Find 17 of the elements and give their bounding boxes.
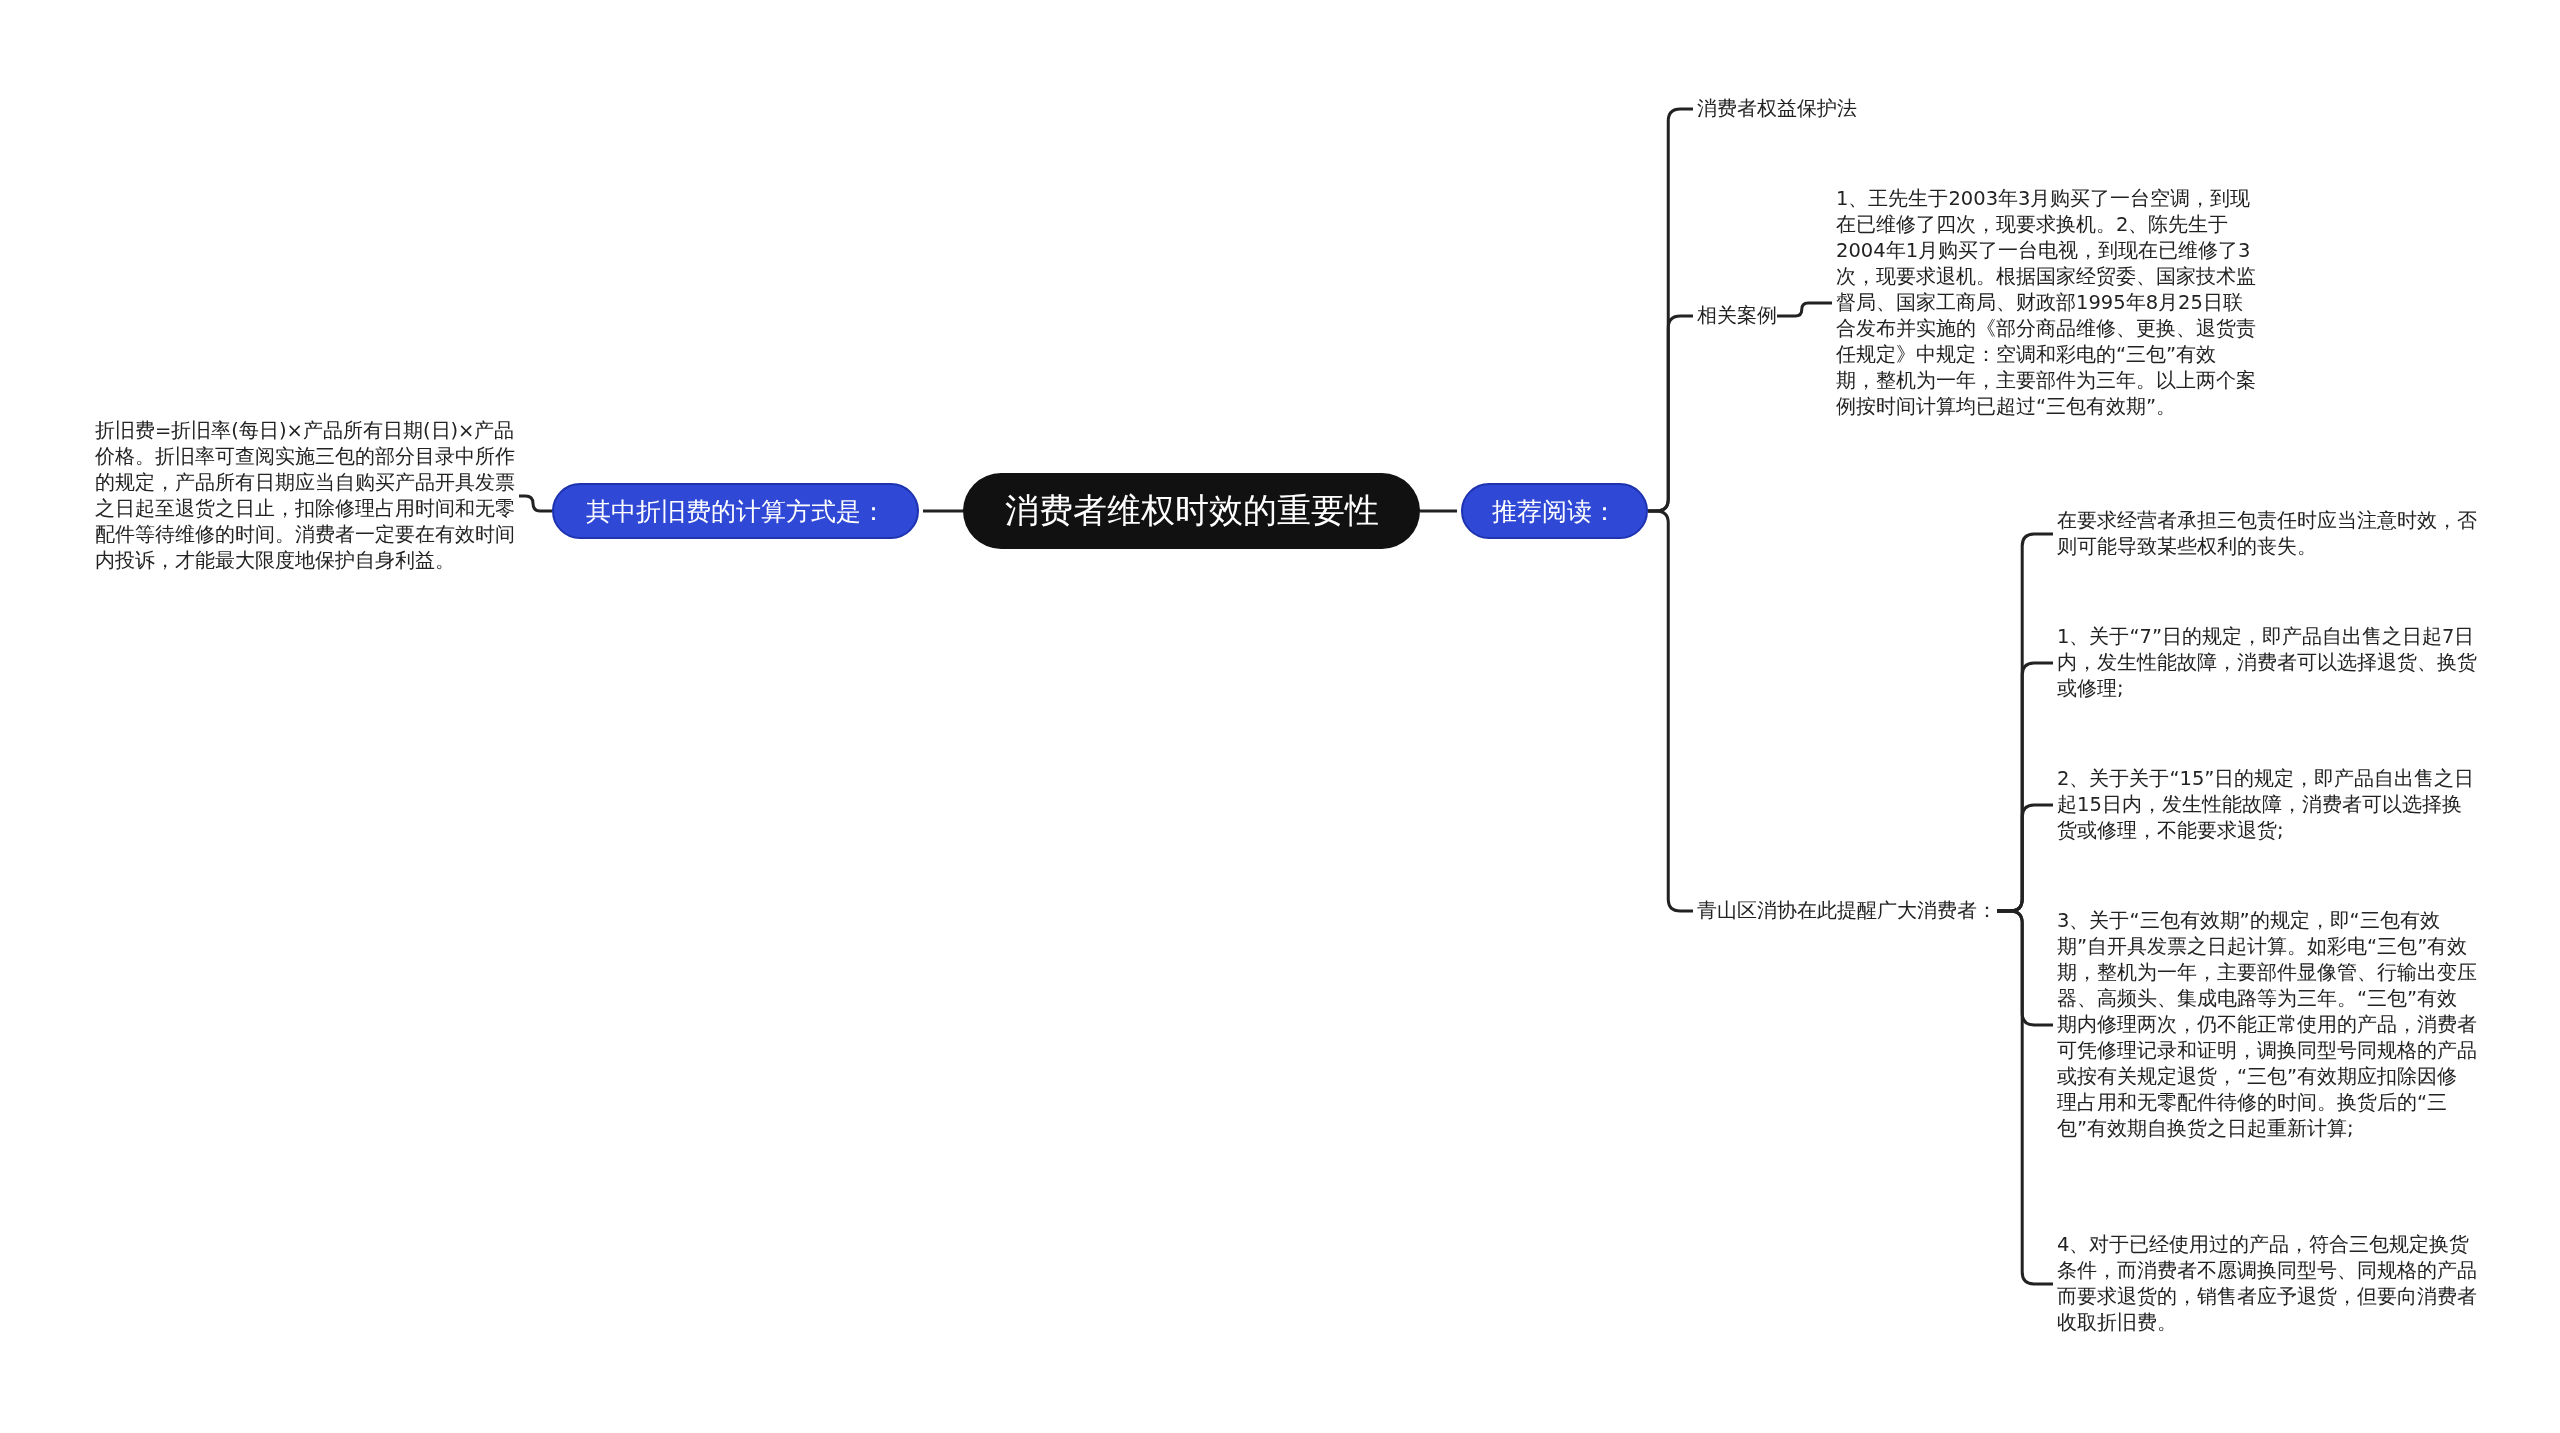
connector: [1420, 509, 1457, 513]
note-text: 2、关于关于“15”日的规定，即产品自出售之日起15日内，发生性能故障，消费者可以选择换货或修理，不能要求退货;: [2057, 766, 2477, 844]
connector: [923, 509, 963, 513]
connector: [519, 494, 552, 513]
note-text: 1、关于“7”日的规定，即产品自出售之日起7日内，发生性能故障，消费者可以选择退货、换货或修理;: [2057, 624, 2477, 702]
note-text: 折旧费=折旧率(每日)×产品所有日期(日)×产品价格。折旧率可查阅实施三包的部分目录中所作的规定，产品所有日期应当自购买产品开具发票之日起至退货之日止，扣除修理占用时间和无零配件等待维修的时间。消费者一定要在有效时间内投诉，才能最大限度地保护自身利益。: [95, 418, 515, 574]
note-text: 3、关于“三包有效期”的规定，即“三包有效期”自开具发票之日起计算。如彩电“三包”有效期，整机为一年，主要部件显像管、行输出变压器、高频头、集成电路等为三年。“三包”有效期内修理两次，仍不能正常使用的产品，消费者可凭修理记录和证明，调换同型号同规格的产品或按有关规定退货，“三包”有效期应扣除因修理占用和无零配件待修的时间。换货后的“三包”有效期自换货之日起重新计算;: [2057, 908, 2477, 1142]
topic-pill: 推荐阅读：: [1461, 483, 1648, 539]
note-text: 1、王先生于2003年3月购买了一台空调，到现在已维修了四次，现要求换机。2、陈先生于2004年1月购买了一台电视，到现在已维修了3次，现要求退机。根据国家经贸委、国家技术监督局、国家工商局、财政部1995年8月25日联合发布并实施的《部分商品维修、更换、退货责任规定》中规定：空调和彩电的“三包”有效期，整机为一年，主要部件为三年。以上两个案例按时间计算均已超过“三包有效期”。: [1836, 186, 2256, 420]
topic-pill: 其中折旧费的计算方式是：: [552, 483, 919, 539]
branch-text: 消费者权益保护法: [1697, 96, 1857, 122]
branch-text: 相关案例: [1697, 303, 1777, 329]
central-topic: 消费者维权时效的重要性: [963, 473, 1420, 549]
connector: [1777, 301, 1832, 318]
note-text: 在要求经营者承担三包责任时应当注意时效，否则可能导致某些权利的丧失。: [2057, 508, 2477, 560]
note-text: 4、对于已经使用过的产品，符合三包规定换货条件，而消费者不愿调换同型号、同规格的产品而要求退货的，销售者应予退货，但要向消费者收取折旧费。: [2057, 1232, 2477, 1336]
branch-text: 青山区消协在此提醒广大消费者：: [1697, 898, 1997, 924]
